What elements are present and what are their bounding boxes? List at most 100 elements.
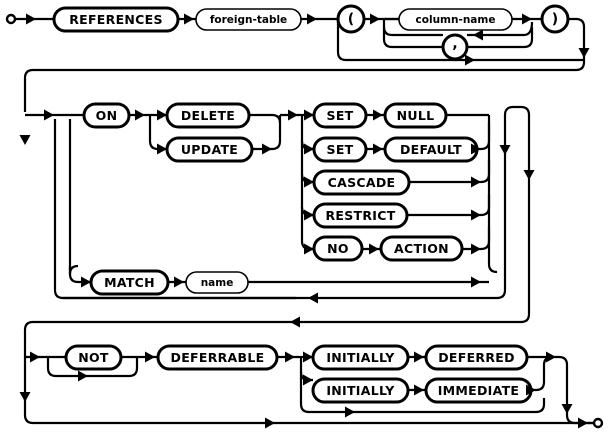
node-comma-label: , [452,36,457,52]
rail-onblock-v1 [487,115,498,274]
node-update-label: UPDATE [181,142,238,157]
node-rparen: ) [540,4,570,34]
conn-columnname-rparen [512,13,542,25]
conn-initially-immediate [408,384,426,396]
split-delete-update [148,115,167,151]
node-set-default-set-label: SET [327,142,354,157]
node-deferred-label: DEFERRED [438,350,515,365]
merge-actions-cascade [409,160,491,184]
arrow-to-update [157,143,167,155]
conn-references-foreigntable [178,13,196,25]
node-cascade-label: CASCADE [328,175,396,190]
node-no: NO [312,235,364,262]
merge-actions-restrict [407,194,491,217]
node-not-label: NOT [78,350,109,365]
conn-entry-on [25,109,84,121]
arrow-merge-restrict [471,209,481,221]
bypass-not [46,357,139,382]
node-name-label: name [201,277,234,289]
arrow-bottom-right-down [561,404,573,414]
node-lparen: ( [336,4,366,34]
conn-initially-deferred [408,351,426,363]
rail-onblock-v2b [496,115,507,300]
node-column-name: column-name [398,8,513,31]
node-no-label: NO [327,241,349,256]
conn-to-initially-deferred [301,351,313,363]
arrow-to-initially-immediate [303,374,313,386]
node-comma: , [441,33,469,61]
comma-loop-left-leg [382,27,443,49]
conn-set-null [366,109,385,121]
arrow-merge-cascade [471,176,481,188]
conn-set-default [366,143,385,155]
conn-foreigntable-lparen [301,13,338,25]
node-foreign-table-label: foreign-table [210,14,287,26]
rail-onblock-v3 [513,105,531,324]
node-set-null-set: SET [312,102,368,129]
rail-on-branch-down-match [68,266,91,284]
rail-on-group-inner1 [53,119,296,300]
arrow-to-cascade [304,176,314,188]
arrow-update-merge [262,143,272,155]
merge-initially-immediate [531,355,553,392]
node-delete: DELETE [165,102,251,129]
rail-row1-to-row2 [19,17,590,145]
arrow-to-no [304,243,314,255]
conn-to-delete [150,109,167,121]
node-deferrable: DEFERRABLE [156,344,279,371]
arrow-rail-v3-down [523,170,535,180]
node-cascade: CASCADE [312,169,411,196]
node-set-null-set-label: SET [327,108,354,123]
conn-match-name [168,276,186,288]
node-restrict-label: RESTRICT [325,208,395,223]
conn-to-setnull [302,109,314,121]
arrow-merge-default [471,143,481,155]
node-immediate-label: IMMEDIATE [438,383,520,398]
node-references: REFERENCES [52,6,180,33]
conn-no-action [362,243,381,255]
node-update: UPDATE [165,136,254,163]
node-immediate: IMMEDIATE [424,377,533,404]
arrow-to-match [81,276,91,288]
start-marker [5,13,54,25]
node-set-default-set: SET [312,136,368,163]
node-not: NOT [64,344,123,371]
rail-on-group-inner2 [68,119,79,276]
node-column-name-label: column-name [416,14,496,26]
merge-initially-bypass [535,398,546,414]
arrow-merge-immediate [526,384,536,396]
merge-delete-update [249,113,282,124]
rail-onblock-v2 [503,105,514,116]
loopback-on-inner [63,292,497,304]
node-match: MATCH [89,269,170,296]
node-initially-immediate: INITIALLY [311,377,410,404]
arrow-to-setdefault [304,143,314,155]
node-on: ON [82,102,131,129]
fanout-initially [299,357,536,414]
node-initially-deferred-label: INITIALLY [326,350,395,365]
merge-update-up [252,115,282,151]
arrow-to-restrict [304,209,314,221]
conn-on-split [129,109,150,121]
node-name: name [185,271,249,294]
comma-loop-right-leg [467,27,534,49]
arrow-rail-v2-down [499,145,511,155]
node-initially-immediate-label: INITIALLY [326,383,395,398]
arrow-merge-noaction [471,243,481,255]
node-match-label: MATCH [104,275,155,290]
bypass-paren-group [336,19,584,66]
node-on-label: ON [96,108,118,123]
merge-actions-default [477,123,491,151]
node-foreign-table: foreign-table [195,8,302,31]
node-action-label: ACTION [394,241,449,256]
node-initially-deferred: INITIALLY [311,344,410,371]
node-deferrable-label: DEFERRABLE [171,350,265,365]
node-default: DEFAULT [383,136,479,163]
node-lparen-label: ( [348,12,354,28]
conn-name-to-rail [248,276,489,288]
conn-deferrable-split [277,351,301,363]
bypass-deferrable-block [23,352,594,429]
node-action: ACTION [379,235,464,262]
conn-merge-to-actions [280,109,302,121]
